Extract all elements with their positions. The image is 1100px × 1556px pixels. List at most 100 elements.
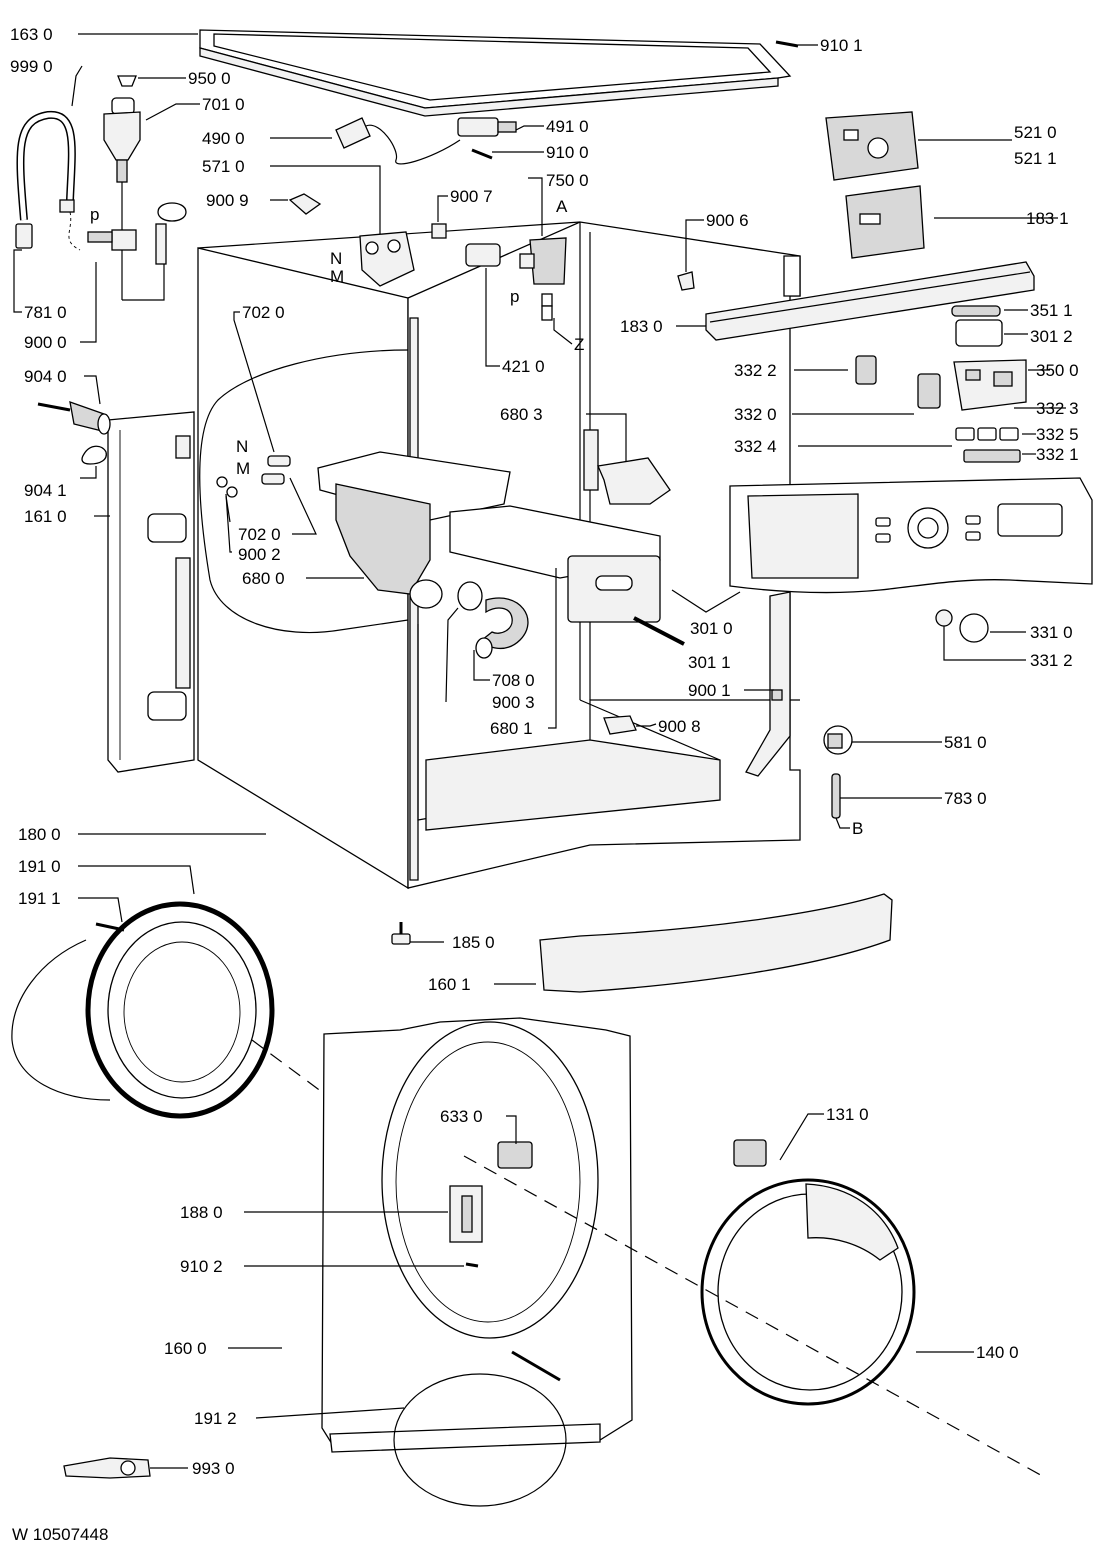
kick-plate-160-1-part bbox=[539, 893, 893, 993]
callout-331-0: 331 0 bbox=[1030, 623, 1073, 642]
callout-351-1: 351 1 bbox=[1030, 301, 1073, 320]
foot-185-part bbox=[391, 922, 411, 945]
selector-332-2-part bbox=[855, 355, 877, 385]
hinge-rail-900-1-part bbox=[745, 591, 791, 777]
callout-702-0-bottom: 702 0 bbox=[238, 525, 281, 544]
callout-185-0: 185 0 bbox=[452, 933, 495, 952]
callout-332-2: 332 2 bbox=[734, 361, 777, 380]
dispenser-drawer-680-1-part bbox=[449, 505, 661, 623]
leader-lines bbox=[13, 33, 1066, 1469]
marker-m-valve: M bbox=[330, 267, 344, 286]
callout-999-0: 999 0 bbox=[10, 57, 53, 76]
callout-900-3: 900 3 bbox=[492, 693, 535, 712]
callout-301-1: 301 1 bbox=[688, 653, 731, 672]
drain-pump-904-part bbox=[37, 401, 111, 435]
button-strip-351-part bbox=[951, 305, 1001, 317]
gasket-904-1-part bbox=[81, 445, 107, 465]
callout-633-0: 633 0 bbox=[440, 1107, 483, 1126]
callout-161-0: 161 0 bbox=[24, 507, 67, 526]
callout-900-8: 900 8 bbox=[658, 717, 701, 736]
clip-900-9-part bbox=[288, 193, 322, 215]
callout-781-0: 781 0 bbox=[24, 303, 67, 322]
callout-332-0: 332 0 bbox=[734, 405, 777, 424]
callout-680-0: 680 0 bbox=[242, 569, 285, 588]
screw-910-1-part bbox=[775, 40, 799, 48]
knob-331-part bbox=[935, 609, 989, 643]
callout-900-7: 900 7 bbox=[450, 187, 493, 206]
display-window-301-2-part bbox=[955, 319, 1003, 347]
callout-301-2: 301 2 bbox=[1030, 327, 1073, 346]
callout-701-0: 701 0 bbox=[202, 95, 245, 114]
callout-904-0: 904 0 bbox=[24, 367, 67, 386]
clips-900-2-part bbox=[216, 476, 238, 498]
callout-910-2: 910 2 bbox=[180, 1257, 223, 1276]
marker-n-valve: N bbox=[330, 249, 342, 268]
dispenser-housing-680-part bbox=[317, 451, 511, 609]
callout-910-0: 910 0 bbox=[546, 143, 589, 162]
keys-332-part bbox=[955, 427, 1021, 463]
hose-clamp-900-3-part bbox=[457, 581, 483, 611]
callout-332-3: 332 3 bbox=[1036, 399, 1079, 418]
callout-702-0-top: 702 0 bbox=[242, 303, 285, 322]
callout-332-4: 332 4 bbox=[734, 437, 777, 456]
inlet-hose-part bbox=[15, 110, 81, 251]
rod-301-1-part bbox=[633, 616, 685, 646]
marker-a: A bbox=[556, 197, 568, 216]
assembly-axis-lower bbox=[463, 1155, 1047, 1479]
callout-571-0: 571 0 bbox=[202, 157, 245, 176]
callout-labels: 163 0 999 0 950 0 701 0 490 0 491 0 910 … bbox=[10, 25, 1079, 1478]
callout-904-1: 904 1 bbox=[24, 481, 67, 500]
callout-680-3: 680 3 bbox=[500, 405, 543, 424]
callout-301-0: 301 0 bbox=[690, 619, 733, 638]
marker-n-connector: N bbox=[236, 437, 248, 456]
screw-910-0-part bbox=[471, 148, 493, 160]
inlet-valve-701-part bbox=[87, 97, 187, 301]
callout-332-1: 332 1 bbox=[1036, 445, 1079, 464]
marker-p-hose: p bbox=[90, 205, 99, 224]
clip-900-8-part bbox=[603, 715, 637, 735]
callout-183-0: 183 0 bbox=[620, 317, 663, 336]
callout-331-2: 331 2 bbox=[1030, 651, 1073, 670]
callout-900-2: 900 2 bbox=[238, 545, 281, 564]
callout-131-0: 131 0 bbox=[826, 1105, 869, 1124]
document-number: W 10507448 bbox=[12, 1525, 109, 1544]
solenoid-valve-part bbox=[359, 231, 415, 287]
selector-332-0-part bbox=[917, 373, 941, 409]
callout-191-2: 191 2 bbox=[194, 1409, 237, 1428]
callout-491-0: 491 0 bbox=[546, 117, 589, 136]
callout-950-0: 950 0 bbox=[188, 69, 231, 88]
callout-708-0: 708 0 bbox=[492, 671, 535, 690]
marker-p-pump: p bbox=[510, 287, 519, 306]
tube-783-part bbox=[831, 773, 841, 819]
door-lock-633-part bbox=[497, 1141, 533, 1169]
connectors-702-part bbox=[261, 455, 291, 485]
callout-140-0: 140 0 bbox=[976, 1343, 1019, 1362]
control-panel-301-part bbox=[729, 477, 1093, 594]
door-140-part bbox=[700, 1139, 916, 1406]
clamp-ring-191-2-part bbox=[393, 1350, 567, 1507]
pressure-switch-581-part bbox=[823, 725, 853, 755]
callout-900-6: 900 6 bbox=[706, 211, 749, 230]
top-cover-part bbox=[199, 29, 792, 117]
callout-421-0: 421 0 bbox=[502, 357, 545, 376]
callout-183-1: 183 1 bbox=[1026, 209, 1069, 228]
clip-900-7-part bbox=[431, 223, 447, 239]
callout-188-0: 188 0 bbox=[180, 1203, 223, 1222]
screw-910-2-part bbox=[465, 1262, 479, 1268]
filter-421-part bbox=[465, 243, 501, 267]
pump-750-part bbox=[519, 237, 567, 321]
callout-910-1: 910 1 bbox=[820, 36, 863, 55]
tool-993-part bbox=[63, 1457, 151, 1479]
callout-350-0: 350 0 bbox=[1036, 361, 1079, 380]
callout-521-0: 521 0 bbox=[1014, 123, 1057, 142]
callout-680-1: 680 1 bbox=[490, 719, 533, 738]
cable-clamp-part bbox=[457, 117, 517, 137]
callout-163-0: 163 0 bbox=[10, 25, 53, 44]
callout-180-0: 180 0 bbox=[18, 825, 61, 844]
callout-490-0: 490 0 bbox=[202, 129, 245, 148]
callout-750-0: 750 0 bbox=[546, 171, 589, 190]
marker-b: B bbox=[852, 819, 863, 838]
callout-581-0: 581 0 bbox=[944, 733, 987, 752]
door-seal-191-part bbox=[11, 901, 275, 1119]
